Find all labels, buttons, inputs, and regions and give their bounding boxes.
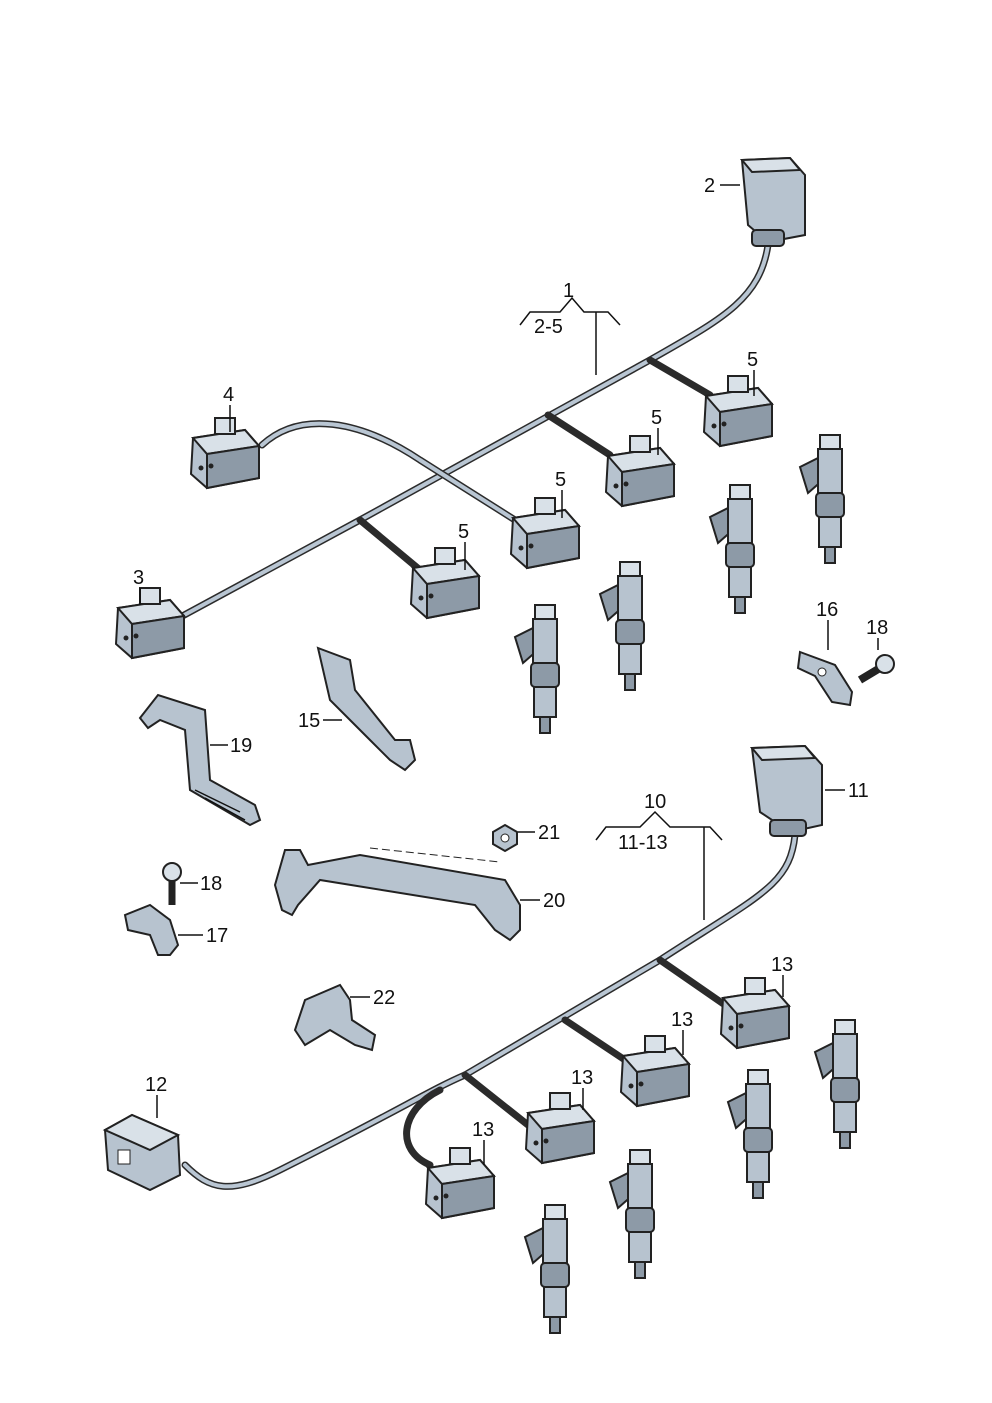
label-10: 10 xyxy=(644,791,666,813)
injector-lower-1 xyxy=(524,1204,570,1334)
multi-pin-connector-2 xyxy=(739,156,806,247)
label-3: 3 xyxy=(133,567,144,589)
clip-16 xyxy=(796,650,854,707)
label-22: 22 xyxy=(373,987,395,1009)
connector-13-b xyxy=(525,1092,595,1164)
bracket-15 xyxy=(316,646,417,772)
injector-upper-3 xyxy=(709,484,755,614)
injector-lower-2 xyxy=(609,1149,655,1279)
connector-5-d xyxy=(703,375,773,447)
label-2: 2 xyxy=(704,175,715,197)
label-13-c: 13 xyxy=(671,1009,693,1031)
part-labels: 1 2-5 2 3 4 5 5 5 5 10 11-13 11 12 13 13… xyxy=(133,175,888,1141)
label-11: 11 xyxy=(848,780,869,802)
label-19: 19 xyxy=(230,735,252,757)
multi-pin-connector-11 xyxy=(749,744,823,837)
bolt-18-upper xyxy=(857,654,895,684)
injector-upper-1 xyxy=(514,604,560,734)
injector-lower-3 xyxy=(727,1069,773,1199)
connector-13-d xyxy=(720,977,790,1049)
label-2-5: 2-5 xyxy=(534,316,563,338)
label-5-a: 5 xyxy=(458,521,469,543)
label-15: 15 xyxy=(298,710,320,732)
injector-upper-4 xyxy=(799,434,845,564)
connector-4 xyxy=(190,417,260,489)
label-11-13: 11-13 xyxy=(618,832,668,854)
label-18-lower: 18 xyxy=(200,873,222,895)
label-5-c: 5 xyxy=(651,407,662,429)
label-21: 21 xyxy=(538,822,560,844)
label-5-d: 5 xyxy=(747,349,758,371)
harness-upper xyxy=(171,241,772,624)
label-17: 17 xyxy=(206,925,228,947)
bracket-19 xyxy=(138,693,262,827)
label-13-a: 13 xyxy=(472,1119,494,1141)
connector-13-c xyxy=(620,1035,690,1107)
injector-upper-2 xyxy=(599,561,645,691)
bracket-20 xyxy=(273,847,521,942)
label-20: 20 xyxy=(543,890,565,912)
nut-21 xyxy=(492,823,518,853)
label-18-upper: 18 xyxy=(866,617,888,639)
label-5-b: 5 xyxy=(555,469,566,491)
label-13-b: 13 xyxy=(571,1067,593,1089)
clip-17 xyxy=(123,903,180,956)
injector-lower-4 xyxy=(814,1019,860,1149)
connector-3 xyxy=(115,587,185,659)
sensor-connector-12 xyxy=(102,1113,182,1192)
label-13-d: 13 xyxy=(771,954,793,976)
label-16: 16 xyxy=(816,599,838,621)
label-4: 4 xyxy=(223,384,234,406)
label-1: 1 xyxy=(563,280,574,302)
label-12: 12 xyxy=(145,1074,167,1096)
bolt-18-lower xyxy=(162,862,182,905)
harness-lower xyxy=(181,831,799,1190)
connector-5-b xyxy=(510,497,580,569)
connector-5-a xyxy=(410,547,480,619)
mount-22 xyxy=(293,983,377,1052)
leader-lines xyxy=(139,184,879,1165)
connector-5-c xyxy=(605,435,675,507)
